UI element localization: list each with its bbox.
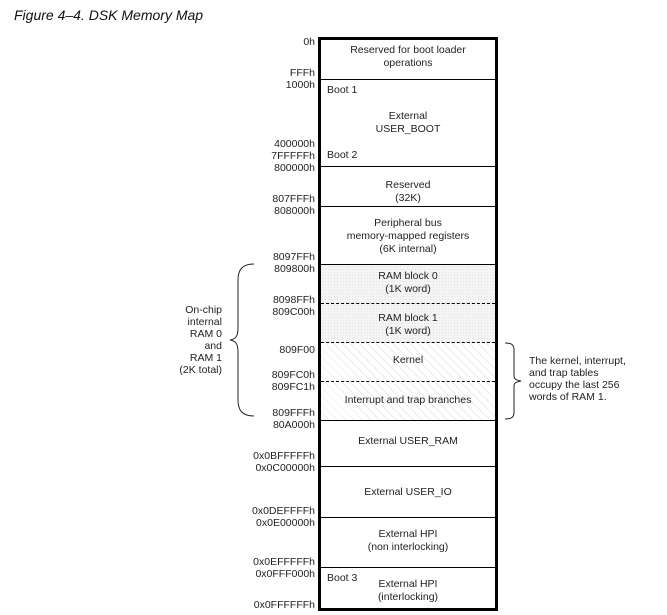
note-line: words of RAM 1. [529,391,607,403]
address-label: 809C00h [272,306,315,318]
segment-text: (32K) [395,192,421,204]
address-label: 809FC1h [271,381,315,393]
address-label: 0x0DEFFFFh [251,505,315,517]
on-chip-ram-note: On-chip internal RAM 0 and RAM 1 (2K tot… [160,304,222,376]
segment-ram-block-1: RAM block 1(1K word) [321,304,495,343]
segment-hpi-interlocking: Boot 3 External HPI(interlocking) [321,568,495,608]
segment-text: USER_BOOT [375,123,441,135]
segment-text: External [388,110,428,122]
segment-text: External USER_RAM [358,435,458,447]
address-label: 8098FFh [272,294,315,306]
segment-text: (6K internal) [379,243,437,255]
segment-interrupt-trap: Interrupt and trap branches [321,382,495,421]
address-label: 400000h [274,138,315,150]
note-line: and [204,340,222,352]
address-label: 809800h [274,263,315,275]
segment-text: Reserved for boot loader [350,44,466,56]
address-label: 0x0C00000h [255,462,315,474]
segment-text: operations [383,57,433,69]
segment-hpi-non-interlocking: External HPI(non interlocking) [321,518,495,568]
segment-text: Kernel [392,354,424,366]
address-label: 8097FFh [272,251,315,263]
note-line: RAM 1 [189,352,222,364]
segment-text: (1K word) [385,283,431,295]
segment-text: Interrupt and trap branches [344,394,472,406]
segment-user-ram: External USER_RAM [321,421,495,467]
note-line: RAM 0 [189,328,222,340]
boot-2-label: Boot 2 [327,149,358,161]
address-label: 1000h [285,79,315,91]
note-line: occupy the last 256 [529,379,620,391]
figure-title: Figure 4–4. DSK Memory Map [14,7,204,23]
segment-text: External HPI [378,578,438,590]
note-line: (2K total) [179,364,222,376]
segment-text: Reserved [385,179,431,191]
segment-reserved-32k: Reserved(32K) [321,167,495,207]
note-line: On-chip [185,304,222,316]
address-label: 807FFFh [272,193,315,205]
address-label: 809F00 [279,344,315,356]
address-label: 809FFFh [272,407,315,419]
segment-text: Peripheral bus [374,217,442,229]
boot-1-label: Boot 1 [327,84,358,96]
address-label: FFFh [289,67,315,79]
segment-text: External USER_IO [364,486,452,498]
address-label: 800000h [274,162,315,174]
address-label: 0x0EFFFFFh [253,556,315,568]
note-line: The kernel, interrupt, [529,355,626,367]
segment-text: (1K word) [385,325,431,337]
address-label: 808000h [274,205,315,217]
segment-user-io: External USER_IO [321,467,495,518]
segment-ram-block-0: RAM block 0(1K word) [321,265,495,304]
address-label: 80A000h [272,419,315,431]
left-brace-icon [229,263,255,417]
segment-text: (non interlocking) [367,541,449,553]
segment-text: memory-mapped registers [346,230,470,242]
address-label: 0x0FFFFFFh [253,599,315,611]
note-line: internal [187,316,222,328]
address-label: 0x0FFF000h [255,568,315,580]
segment-kernel: Kernel [321,343,495,382]
kernel-tables-note: The kernel, interrupt, and trap tables o… [529,355,665,403]
right-brace-icon [504,342,522,420]
segment-text: RAM block 1 [378,312,438,324]
boot-3-label: Boot 3 [327,572,358,584]
segment-text: (interlocking) [377,591,439,603]
address-label: 0x0E00000h [256,517,315,529]
note-line: and trap tables [529,367,599,379]
segment-text: External HPI [378,528,438,540]
address-label: 7FFFFFh [271,150,315,162]
address-label: 809FC0h [271,369,315,381]
address-label: 0h [303,36,315,48]
address-label: 0x0BFFFFFh [253,450,315,462]
segment-text: RAM block 0 [378,270,438,282]
